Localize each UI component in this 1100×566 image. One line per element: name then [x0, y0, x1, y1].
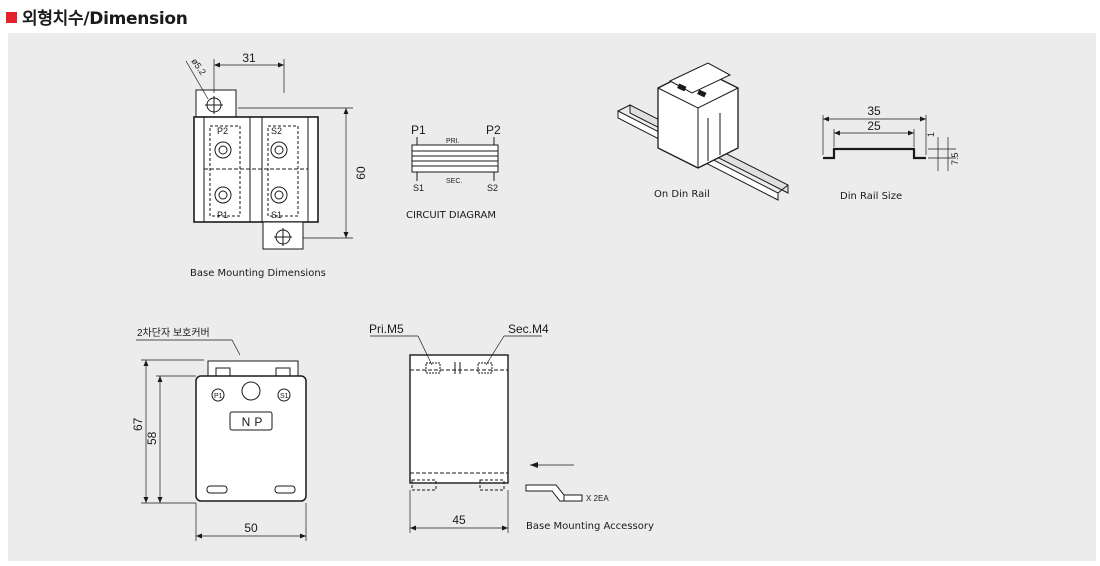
dimension-drawing: 31 60 ø5.2 P2 S2 P1 S1 Base Mounting Dim… — [131, 51, 960, 541]
base-mounting-figure — [185, 59, 353, 250]
din-dim-25-label: 25 — [867, 119, 881, 133]
circuit-caption: CIRCUIT DIAGRAM — [406, 210, 496, 221]
nameplate-label: NP — [242, 415, 267, 429]
dim-50-label: 50 — [244, 521, 258, 535]
din-rail-figure — [617, 62, 789, 201]
circuit-pri-label: PRI. — [446, 138, 460, 145]
header-marker-icon — [6, 11, 17, 23]
din-dim-75-label: 7.5 — [950, 152, 960, 165]
din-dim-35-label: 35 — [867, 104, 881, 118]
drawing-panel: 31 60 ø5.2 P2 S2 P1 S1 Base Mounting Dim… — [8, 33, 1096, 561]
terminal-s1-label: S1 — [271, 210, 282, 220]
base-mounting-caption: Base Mounting Dimensions — [190, 268, 326, 279]
dim-45-label: 45 — [452, 513, 466, 527]
accessory-figure — [525, 462, 583, 502]
cover-label: 2차단자 보호커버 — [137, 327, 210, 339]
din-rail-caption: On Din Rail — [654, 189, 710, 200]
din-dim-1-label: 1 — [926, 132, 936, 137]
section-title: 외형치수/Dimension — [22, 8, 188, 29]
circuit-diagram-figure — [411, 137, 499, 181]
front-view-figure — [136, 339, 307, 541]
dim-31-label: 31 — [242, 51, 256, 65]
dim-67-label: 67 — [131, 417, 145, 431]
circuit-s1-label: S1 — [413, 183, 424, 193]
dim-60-label: 60 — [354, 166, 368, 180]
circuit-p2-label: P2 — [486, 123, 501, 137]
sec-m4-label: Sec.M4 — [508, 322, 549, 336]
front-terminal-s1-label: S1 — [280, 393, 289, 400]
terminal-p1-label: P1 — [217, 210, 228, 220]
front-terminal-p1-label: P1 — [214, 393, 223, 400]
hole-diameter-label: ø5.2 — [189, 56, 208, 76]
circuit-s2-label: S2 — [487, 183, 498, 193]
side-view-figure — [370, 335, 542, 533]
terminal-s2-label: S2 — [271, 126, 282, 136]
circuit-p1-label: P1 — [411, 123, 426, 137]
circuit-sec-label: SEC. — [446, 178, 462, 185]
accessory-caption: Base Mounting Accessory — [526, 521, 654, 532]
pri-m5-label: Pri.M5 — [369, 322, 404, 336]
accessory-qty-label: X 2EA — [586, 494, 609, 503]
terminal-p2-label: P2 — [217, 126, 228, 136]
din-rail-size-figure — [822, 115, 956, 171]
dim-58-label: 58 — [145, 431, 159, 445]
section-header: 외형치수/Dimension — [6, 3, 188, 29]
din-rail-size-caption: Din Rail Size — [840, 191, 902, 202]
